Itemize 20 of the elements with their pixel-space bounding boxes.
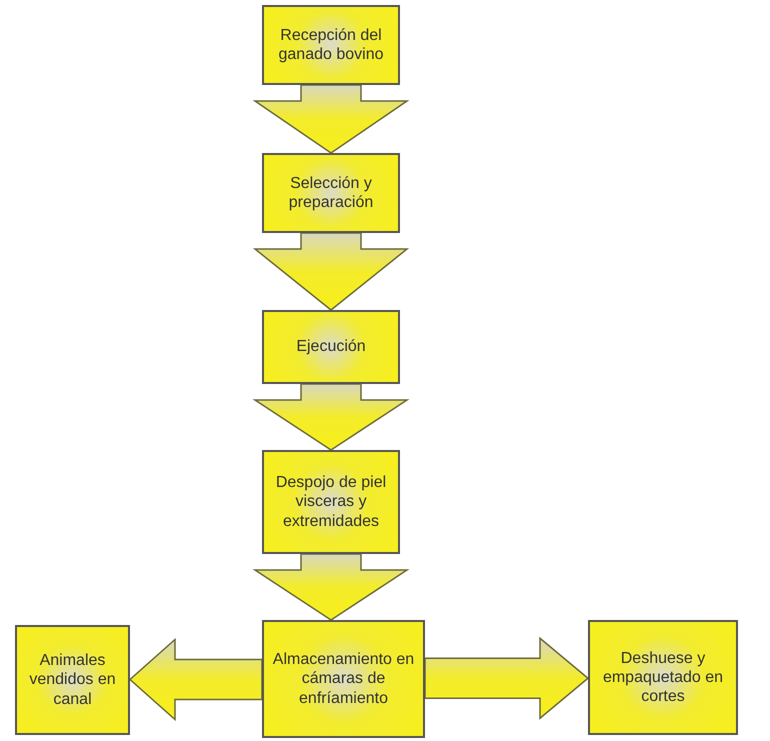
block-arrow: [252, 232, 410, 311]
box-label: Ejecución: [296, 337, 366, 357]
process-box: [262, 620, 425, 738]
process-box: [262, 310, 400, 384]
box-label: Deshuese y empaquetado en cortes: [602, 648, 724, 706]
box-label: Despojo de piel visceras y extremidades: [274, 473, 388, 531]
block-arrow: [252, 84, 410, 154]
block-arrow: [128, 638, 263, 722]
box-label: Animales vendidos en canal: [28, 651, 117, 709]
process-box: [262, 5, 400, 85]
block-arrow: [252, 553, 410, 621]
block-arrow: [252, 383, 410, 451]
box-label: Selección y preparación: [288, 174, 374, 212]
box-label: Almacenamiento en cámaras de enfríamiento: [272, 650, 416, 708]
process-box: [262, 153, 400, 233]
process-box: [588, 620, 738, 735]
box-label: Recepción del ganado bovino: [278, 26, 384, 64]
process-box: [262, 450, 400, 554]
block-arrow: [424, 636, 590, 720]
process-box: [15, 625, 130, 735]
